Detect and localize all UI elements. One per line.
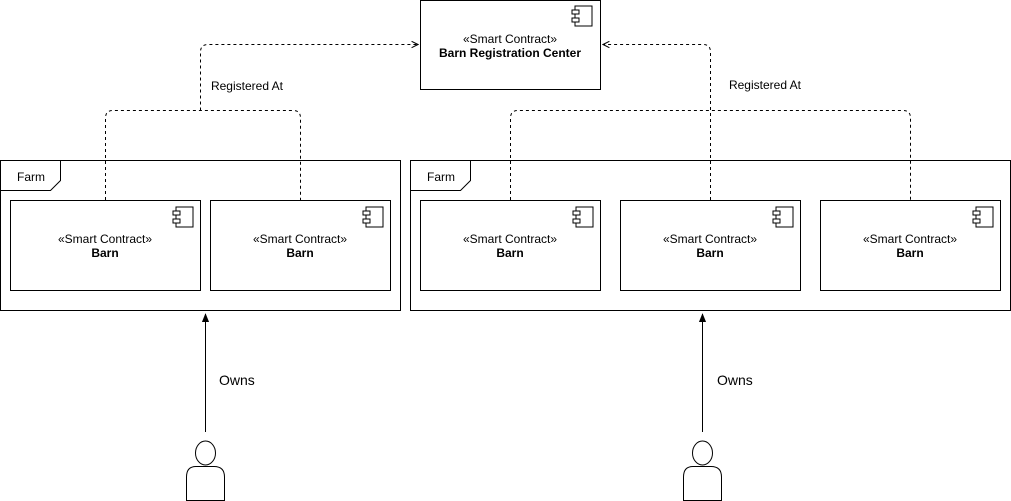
registered-at-label: Registered At <box>729 78 802 92</box>
component-icon <box>972 206 994 228</box>
component-icon <box>172 206 194 228</box>
farm-label: Farm <box>427 170 455 184</box>
actor-icon[interactable] <box>683 440 722 501</box>
barn-stereotype: «Smart Contract» <box>58 232 152 246</box>
actor-icon[interactable] <box>186 440 225 501</box>
center-stereotype: «Smart Contract» <box>463 32 557 46</box>
registered-at-label: Registered At <box>211 79 284 93</box>
barn-name: Barn <box>696 246 723 260</box>
farm-label: Farm <box>17 170 45 184</box>
barn-stereotype: «Smart Contract» <box>253 232 347 246</box>
barn-name: Barn <box>91 246 118 260</box>
barn-name: Barn <box>286 246 313 260</box>
registered-at-edge-2[interactable] <box>510 45 911 201</box>
component-icon <box>571 5 593 27</box>
component-icon <box>572 206 594 228</box>
barn-component[interactable]: «Smart Contract» Barn <box>210 200 391 291</box>
barn-stereotype: «Smart Contract» <box>663 232 757 246</box>
barn-component[interactable]: «Smart Contract» Barn <box>620 200 801 291</box>
barn-name: Barn <box>896 246 923 260</box>
barn-name: Barn <box>496 246 523 260</box>
component-icon <box>772 206 794 228</box>
registration-center[interactable]: «Smart Contract» Barn Registration Cente… <box>420 0 601 90</box>
barn-component[interactable]: «Smart Contract» Barn <box>420 200 601 291</box>
owns-label: Owns <box>219 372 255 388</box>
barn-stereotype: «Smart Contract» <box>463 232 557 246</box>
registered-at-edge-1[interactable] <box>105 45 419 201</box>
barn-component[interactable]: «Smart Contract» Barn <box>820 200 1001 291</box>
component-icon <box>362 206 384 228</box>
owns-label: Owns <box>717 372 753 388</box>
barn-component[interactable]: «Smart Contract» Barn <box>10 200 201 291</box>
center-name: Barn Registration Center <box>439 46 581 60</box>
barn-stereotype: «Smart Contract» <box>863 232 957 246</box>
